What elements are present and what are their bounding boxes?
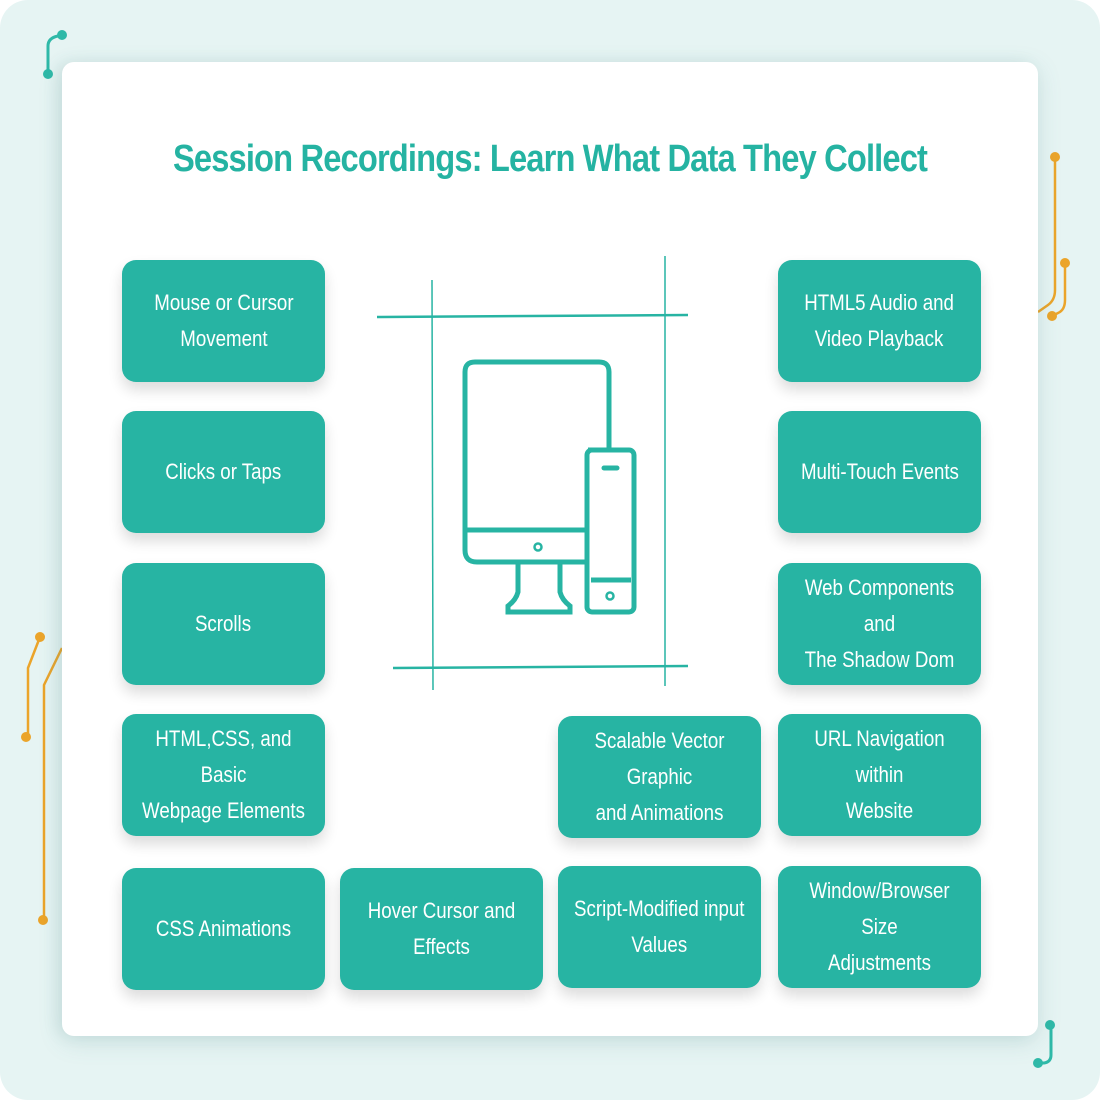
box-label: URL Navigation within Website xyxy=(814,726,945,823)
data-box-hover-cursor-effects: Hover Cursor and Effects xyxy=(340,868,543,990)
data-box-web-components-shadow-dom: Web Components and The Shadow Dom xyxy=(778,563,981,685)
box-label: HTML5 Audio and Video Playback xyxy=(804,290,955,351)
page-title: Session Recordings: Learn What Data They… xyxy=(172,138,928,180)
data-box-scrolls: Scrolls xyxy=(122,563,325,685)
box-label: Script-Modified input Values xyxy=(574,896,745,957)
data-box-clicks-or-taps: Clicks or Taps xyxy=(122,411,325,533)
box-label: Web Components and The Shadow Dom xyxy=(804,575,955,672)
data-box-html-css-basic-elements: HTML,CSS, and Basic Webpage Elements xyxy=(122,714,325,836)
box-label: Scalable Vector Graphic and Animations xyxy=(594,728,725,825)
box-label: Multi-Touch Events xyxy=(800,459,959,484)
box-label: Clicks or Taps xyxy=(165,459,282,484)
box-label: Hover Cursor and Effects xyxy=(367,898,516,959)
box-label: CSS Animations xyxy=(155,916,292,941)
data-box-window-browser-size: Window/Browser Size Adjustments xyxy=(778,866,981,988)
box-label: Window/Browser Size Adjustments xyxy=(809,878,950,975)
data-box-mouse-cursor-movement: Mouse or Cursor Movement xyxy=(122,260,325,382)
data-box-svg-animations: Scalable Vector Graphic and Animations xyxy=(558,716,761,838)
data-box-url-navigation: URL Navigation within Website xyxy=(778,714,981,836)
data-box-html5-audio-video: HTML5 Audio and Video Playback xyxy=(778,260,981,382)
data-box-css-animations: CSS Animations xyxy=(122,868,325,990)
data-box-script-modified-input: Script-Modified input Values xyxy=(558,866,761,988)
box-label: Mouse or Cursor Movement xyxy=(153,290,294,351)
box-label: HTML,CSS, and Basic Webpage Elements xyxy=(142,726,305,823)
box-label: Scrolls xyxy=(195,611,252,636)
data-box-multi-touch-events: Multi-Touch Events xyxy=(778,411,981,533)
